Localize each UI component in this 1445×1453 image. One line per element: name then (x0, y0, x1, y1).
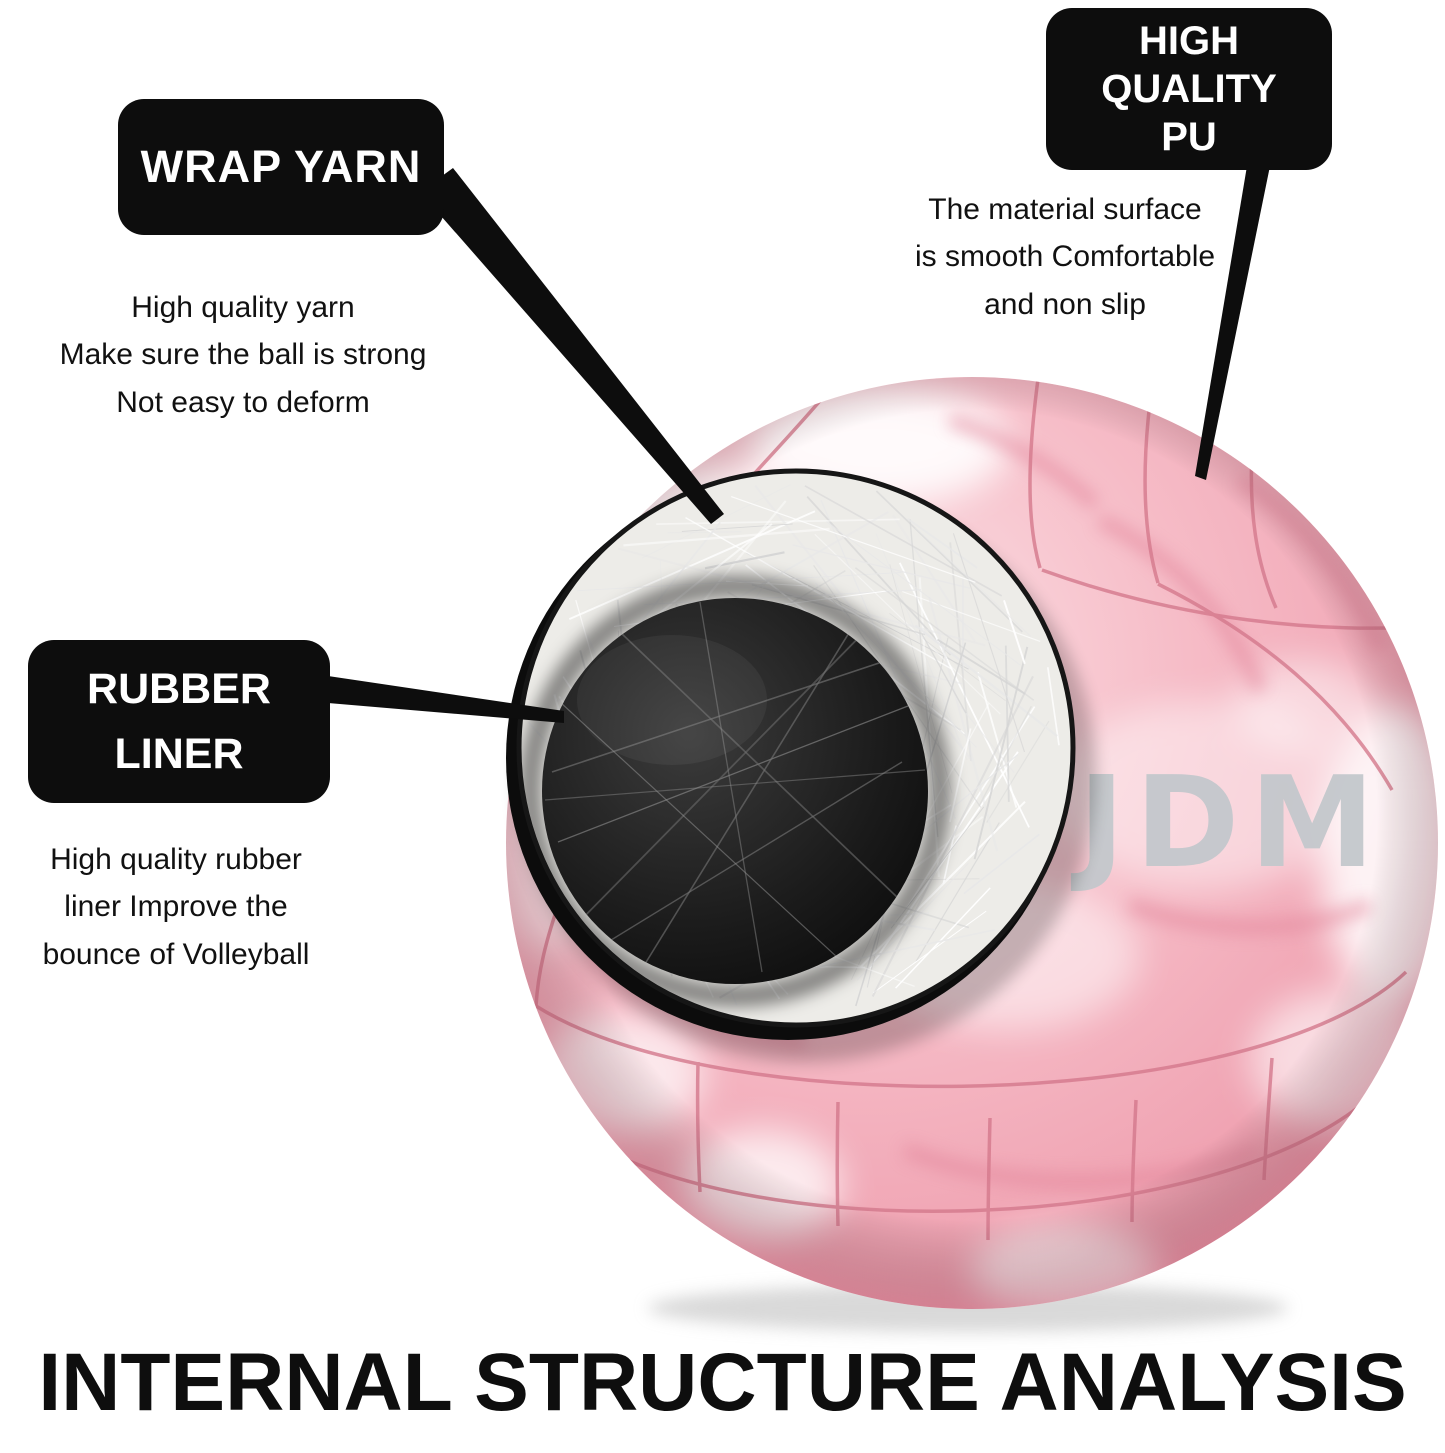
pointer-lines (328, 166, 1270, 723)
high-quality-pu-label-line: PU (1161, 115, 1217, 159)
wrap-yarn-label: WRAP YARN (140, 141, 422, 192)
rubber-liner-desc-line: bounce of Volleyball (42, 937, 310, 971)
high-quality-pu-label-line: HIGH (1139, 19, 1239, 63)
rubber-liner-desc-line: High quality rubber (50, 843, 302, 876)
liner-scratches (544, 601, 926, 973)
rubber-liner-description: High quality rubber liner Improve the bo… (0, 836, 354, 978)
high-quality-pu-desc-line: The material surface (928, 193, 1202, 226)
wrap-yarn-badge: WRAP YARN (118, 99, 444, 235)
rubber-liner-badge: RUBBER LINER (28, 640, 330, 803)
wrap-yarn-desc-line: Not easy to deform (116, 385, 370, 419)
high-quality-pu-badge: HIGH QUALITY PU (1046, 8, 1332, 170)
high-quality-pu-desc-line: and non slip (984, 287, 1146, 321)
rubber-liner-label-line: RUBBER (87, 665, 271, 713)
rubber-liner-pointer-line (328, 676, 564, 723)
high-quality-pu-pointer-line (1195, 166, 1270, 480)
rubber-liner-surface (542, 598, 928, 984)
wrap-yarn-description: High quality yarn Make sure the ball is … (14, 284, 472, 426)
page-title: INTERNAL STRUCTURE ANALYSIS (38, 1337, 1407, 1428)
wrap-yarn-desc-line: High quality yarn (131, 291, 355, 324)
high-quality-pu-desc-line: is smooth Comfortable (914, 240, 1216, 274)
rubber-liner-desc-line: liner Improve the (64, 890, 288, 924)
ball-logo: JDM (1070, 749, 1385, 896)
high-quality-pu-description: The material surface is smooth Comfortab… (870, 186, 1260, 328)
high-quality-pu-label-line: QUALITY (1101, 67, 1277, 111)
rubber-liner-label-line: LINER (114, 729, 244, 778)
wrap-yarn-pointer-line (420, 168, 724, 524)
wrap-yarn-desc-line: Make sure the ball is strong (59, 338, 427, 372)
cutaway-cross-section (506, 468, 1096, 1062)
